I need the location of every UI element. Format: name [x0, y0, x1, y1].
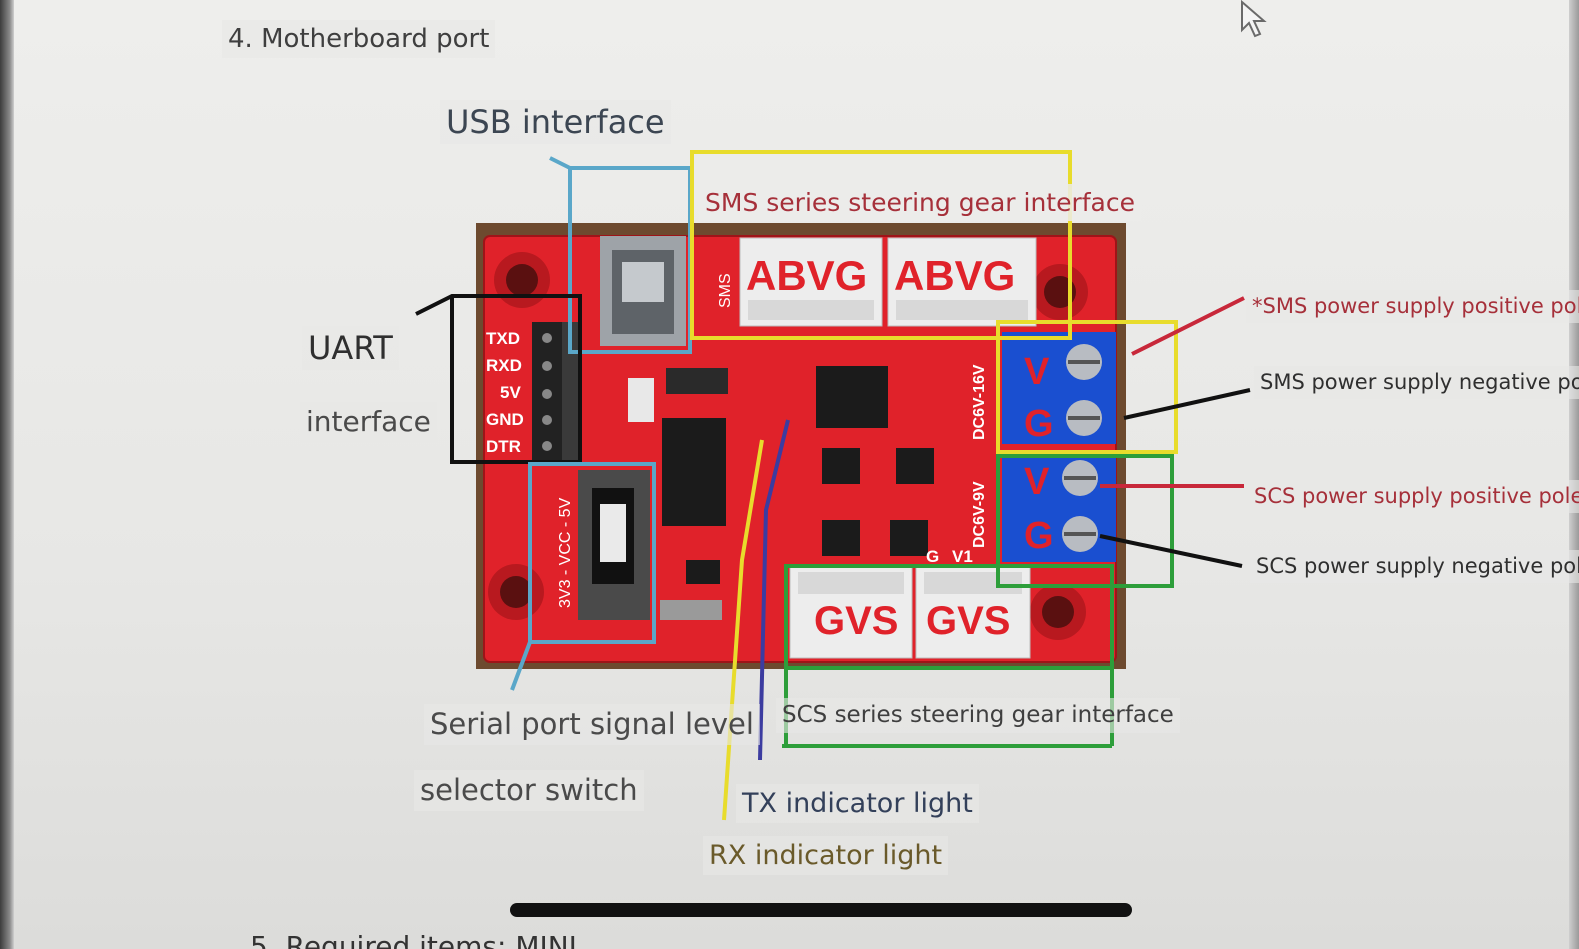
tx-indicator-label: TX indicator light [736, 784, 979, 823]
silk-g-label: G [926, 547, 939, 566]
serial-selector-label-line2: selector switch [414, 770, 644, 811]
uart-pin-5v: 5V [500, 383, 521, 402]
silk-v1-label: V1 [952, 547, 973, 566]
sms-connector-2-label: ABVG [894, 252, 1015, 299]
uart-pin-rxd: RXD [486, 356, 522, 375]
terminal-sms-v: V [1024, 351, 1050, 393]
rx-indicator-label: RX indicator light [703, 836, 948, 875]
next-section-heading-partial: 5. Required items: MINI [250, 930, 577, 949]
terminal-scs-g: G [1024, 515, 1054, 557]
uart-header [532, 322, 582, 464]
uart-pin-txd: TXD [486, 329, 520, 348]
terminal-scs-v: V [1024, 461, 1050, 503]
scs-connector-2-label: GVS [926, 599, 1010, 643]
uart-label-line2: interface [300, 402, 437, 442]
section-heading: 4. Motherboard port [222, 20, 495, 58]
uart-label-line1: UART [302, 326, 399, 370]
scs-gear-interface-label: SCS series steering gear interface [776, 698, 1180, 733]
terminal-sms-g: G [1024, 403, 1054, 445]
scs-positive-pole-label: SCS power supply positive pole [1248, 480, 1579, 513]
sms-negative-pole-label: SMS power supply negative pole [1254, 366, 1579, 399]
voltage-scs-label: DC6V-9V [971, 481, 988, 548]
sms-silk-label: SMS [717, 273, 734, 308]
home-indicator-bar[interactable] [510, 903, 1132, 917]
scs-connector-1-label: GVS [814, 599, 898, 643]
usb-interface-label: USB interface [440, 100, 671, 144]
usb-connector [600, 236, 686, 346]
sms-connector-1-label: ABVG [746, 252, 867, 299]
scs-negative-pole-label: SCS power supply negative pole [1250, 550, 1579, 583]
sms-positive-pole-label: *SMS power supply positive pole [1246, 290, 1579, 323]
voltage-sms-label: DC6V-16V [971, 364, 988, 440]
uart-pin-gnd: GND [486, 410, 524, 429]
switch-silk-label: 3V3 - VCC - 5V [557, 497, 574, 608]
mouse-pointer-icon [1238, 0, 1274, 44]
serial-selector-label-line1: Serial port signal level [424, 704, 760, 745]
sms-gear-interface-label: SMS series steering gear interface [699, 184, 1141, 221]
uart-pin-dtr: DTR [486, 437, 521, 456]
